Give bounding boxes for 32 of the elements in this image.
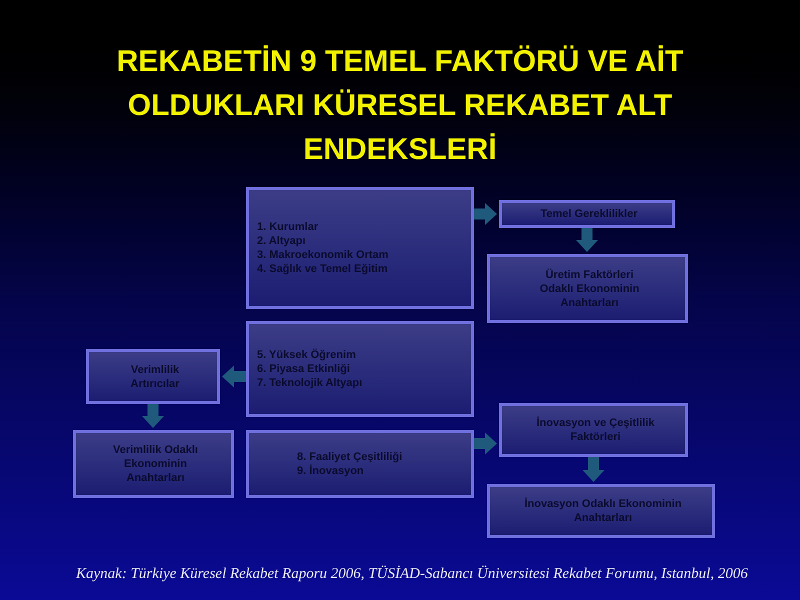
- list-item: 2. Altyapı: [257, 234, 306, 248]
- block-arrow: [142, 404, 164, 428]
- list-item: 5. Yüksek Öğrenim: [257, 348, 356, 362]
- block-arrow: [474, 432, 497, 454]
- list-item: 7. Teknolojik Altyapı: [257, 376, 362, 390]
- list-item: 4. Sağlık ve Temel Eğitim: [257, 262, 388, 276]
- box-label: Temel Gereklilikler: [540, 207, 638, 221]
- box-label: Üretim Faktörleri Odaklı Ekonominin Anahtarları: [538, 268, 640, 310]
- title: REKABETİN 9 TEMEL FAKTÖRÜ VE AİT OLDUKLARI KÜRESEL REKABET ALT ENDEKSLERİ: [116, 44, 684, 168]
- box-label: Verimlilik Artırıcılar: [130, 362, 180, 390]
- block-arrow: [474, 203, 497, 225]
- text-box: [246, 187, 474, 309]
- text-box: [86, 349, 220, 404]
- text-box: [499, 403, 688, 457]
- block-arrow: [222, 366, 246, 388]
- list-item: 3. Makroekonomik Ortam: [257, 248, 388, 262]
- text-box: [487, 484, 715, 538]
- block-arrow: [582, 457, 604, 482]
- text-box: [487, 254, 688, 323]
- box-label: İnovasyon Odaklı Ekonominin Anahtarları: [523, 497, 683, 525]
- block-arrow: [576, 228, 598, 252]
- list-item: 1. Kurumlar: [257, 220, 318, 234]
- list-item: 9. İnovasyon: [297, 464, 364, 478]
- text-box: [246, 430, 474, 498]
- list-item: 6. Piyasa Etkinliği: [257, 362, 350, 376]
- list-item: 8. Faaliyet Çeşitliliği: [297, 450, 402, 464]
- source-caption: Kaynak: Türkiye Küresel Rekabet Raporu 2006, TÜSİAD-Sabancı Üniversitesi Rekabet Forumu, Istanbul, 2006: [76, 564, 748, 584]
- box-label: Verimlilik Odaklı Ekonominin Anahtarları: [112, 443, 199, 485]
- text-box: [499, 200, 675, 228]
- text-box: [73, 430, 234, 498]
- box-label: İnovasyon ve Çeşitlilik Faktörleri: [536, 416, 656, 444]
- text-box: [246, 321, 474, 417]
